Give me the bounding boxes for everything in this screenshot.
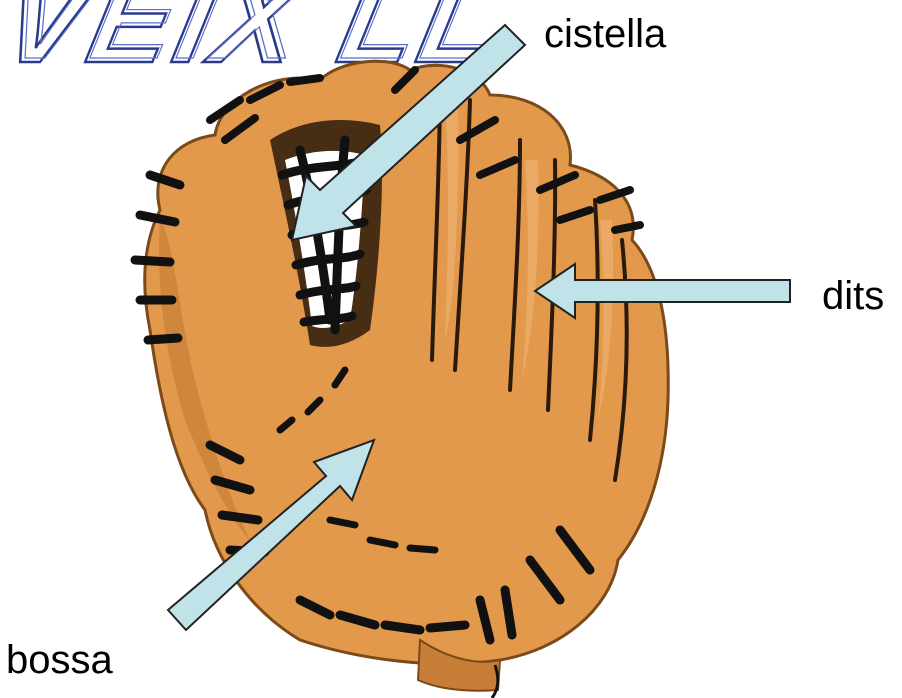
label-fingers: dits <box>822 276 884 316</box>
arrow-fingers-icon <box>535 264 790 318</box>
arrow-basket-icon <box>292 25 525 240</box>
label-pocket: bossa <box>6 640 113 680</box>
label-basket: cistella <box>544 14 666 54</box>
arrow-pocket-icon <box>168 440 374 630</box>
